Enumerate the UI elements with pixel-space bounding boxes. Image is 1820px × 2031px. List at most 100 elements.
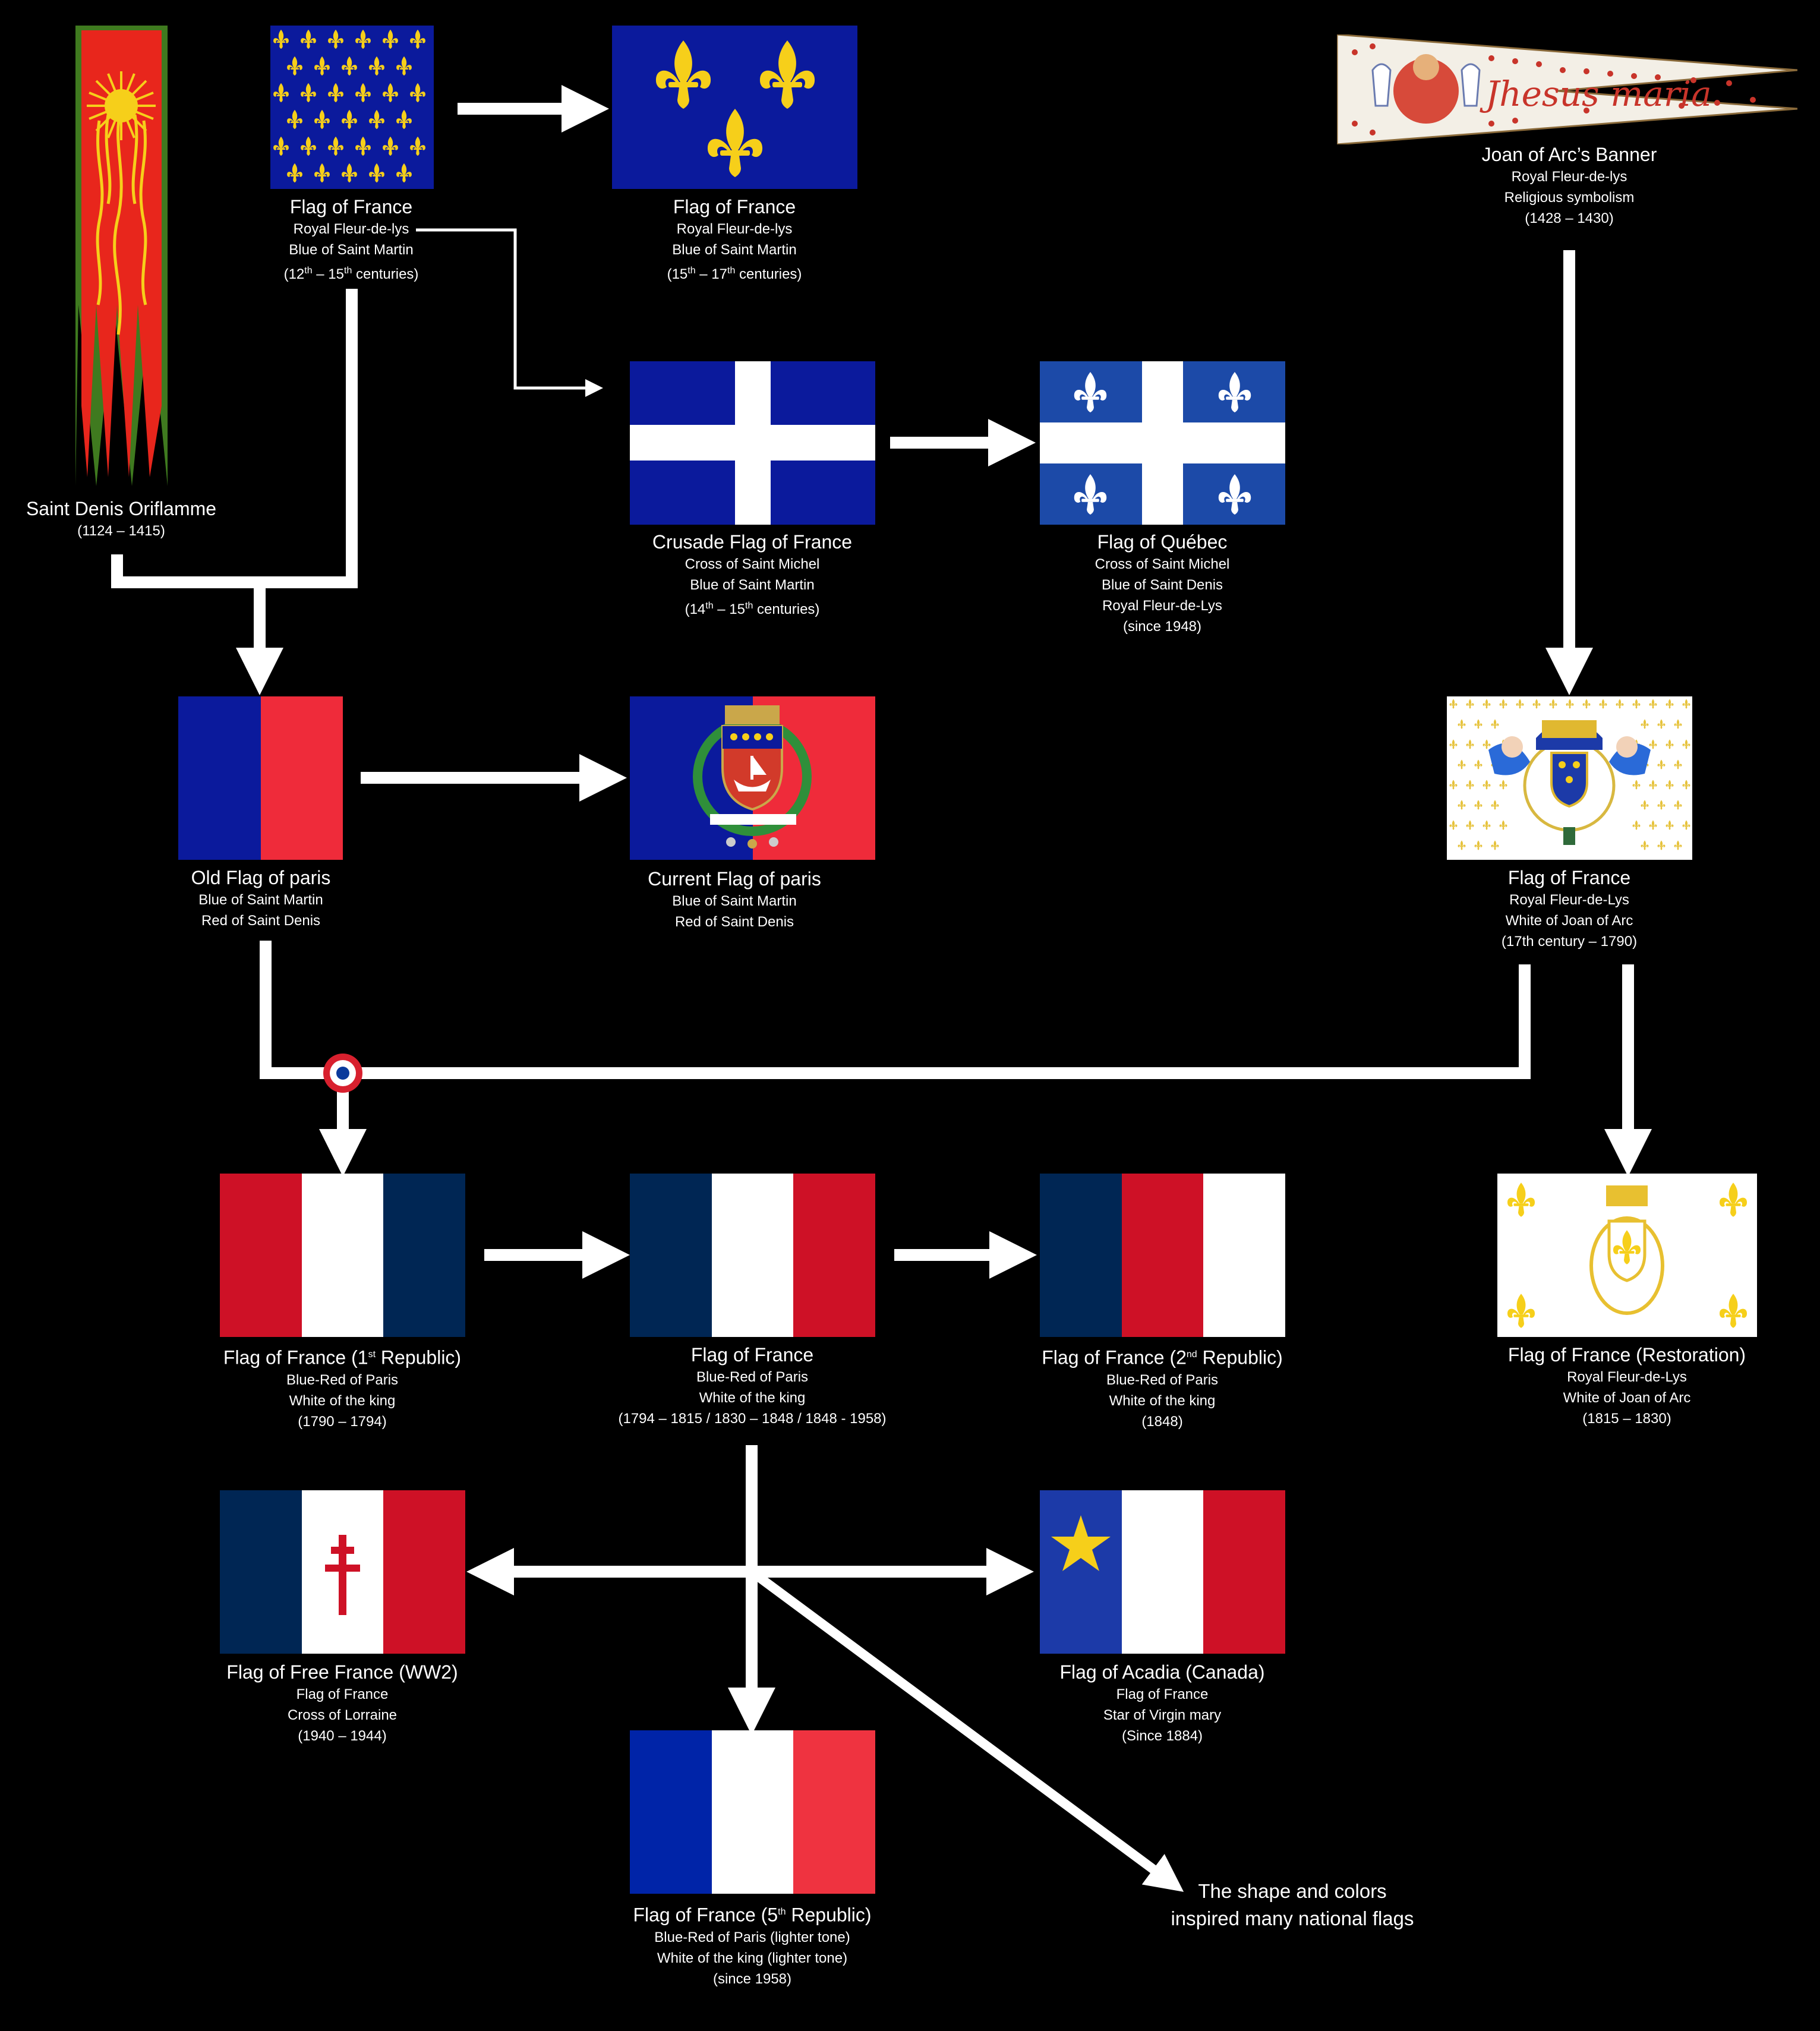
acadia-line-2: Star of Virgin mary (1103, 1707, 1222, 1723)
tricolour-flag (630, 1174, 875, 1337)
star-icon (1051, 1515, 1111, 1571)
fleur-de-lys-icon (287, 56, 302, 76)
current-paris-title: Current Flag of paris (648, 868, 821, 890)
royal-white-title: Flag of France (1507, 867, 1631, 888)
three-fleur-title: Flag of France (673, 196, 796, 217)
crusade-line-2: Blue of Saint Martin (690, 577, 815, 593)
oriflamme-line: (1124 – 1415) (77, 523, 165, 539)
fifth-republic-line-3: (since 1958) (712, 1970, 792, 1987)
free-france-line-2: Cross of Lorraine (287, 1707, 398, 1723)
three-fleur-de-lys-flag (612, 26, 857, 189)
note-line-1: The shape and colors (1198, 1880, 1387, 1902)
fleur-de-lys-icon (342, 56, 357, 76)
svg-text:Jhesus maria: Jhesus maria (1480, 74, 1712, 114)
tricolour-line-2: White of the king (699, 1390, 806, 1406)
fleur-de-lys-icon (328, 29, 343, 49)
fleur-de-lys-icon (273, 83, 289, 103)
cross-of-lorraine-icon (325, 1535, 360, 1615)
fleur-de-lys-semis-flag (270, 26, 434, 189)
connector-oriflamme-fleur (111, 289, 358, 588)
old-paris-flag (178, 696, 343, 860)
fleur-de-lys-icon (355, 136, 371, 156)
second-republic-line-2: White of the king (1109, 1392, 1216, 1409)
second-republic-flag (1040, 1174, 1285, 1337)
fleur-de-lys-icon (369, 163, 384, 183)
free-france-line-1: Flag of France (296, 1686, 389, 1702)
current-paris-flag (630, 696, 875, 860)
fleur-de-lys-icon (273, 136, 289, 156)
three-fleur-line-1: Royal Fleur-de-lys (676, 221, 793, 237)
three-fleur-line-2: Blue of Saint Martin (672, 242, 797, 258)
first-republic-title: Flag of France (1st Republic) (223, 1346, 462, 1368)
fleur-de-lys-icon (1719, 1182, 1748, 1217)
fleur-de-lys-icon (410, 29, 425, 49)
oriflamme-banner-icon (75, 26, 168, 486)
old-paris-line-1: Blue of Saint Martin (198, 892, 323, 908)
second-republic-title: Flag of France (2nd Republic) (1042, 1346, 1283, 1368)
fleur-de-lys-icon (314, 109, 330, 130)
acadia-title: Flag of Acadia (Canada) (1059, 1661, 1265, 1683)
first-republic-line-2: White of the king (289, 1392, 396, 1409)
first-republic-line-1: Blue-Red of Paris (286, 1371, 399, 1388)
current-paris-line-2: Red of Saint Denis (674, 914, 794, 930)
fleur-de-lys-icon (759, 40, 815, 109)
second-republic-line-3: (1848) (1141, 1413, 1183, 1430)
fleur-de-lys-icon (369, 109, 384, 130)
fleur-de-lys-icon (383, 136, 398, 156)
fleur-semis-line-1: Royal Fleur-de-lys (293, 221, 409, 237)
royal-white-line-3: (17th century – 1790) (1501, 933, 1638, 950)
crusade-title: Crusade Flag of France (652, 531, 853, 553)
fleur-de-lys-icon (655, 40, 711, 109)
royal-crest-icon (1589, 1185, 1664, 1315)
first-republic-flag (220, 1174, 465, 1337)
joan-banner-icon: Jhesus maria (1337, 34, 1797, 144)
fleur-de-lys-icon (383, 29, 398, 49)
restoration-line-3: (1815 – 1830) (1582, 1411, 1671, 1427)
acadia-flag (1040, 1490, 1285, 1654)
fleur-de-lys-icon (301, 83, 316, 103)
fleur-de-lys-icon (396, 163, 412, 183)
joan-banner-line-2: Religious symbolism (1504, 190, 1635, 206)
current-paris-line-1: Blue of Saint Martin (672, 893, 797, 909)
crusade-cross-flag (630, 361, 875, 525)
fleur-de-lys-icon (396, 56, 412, 76)
fleur-de-lys-icon (301, 29, 316, 49)
free-france-flag (220, 1490, 465, 1654)
fleur-de-lys-icon (287, 109, 302, 130)
fleur-de-lys-icon (1507, 1294, 1535, 1328)
fleur-de-lys-icon (314, 163, 330, 183)
fleur-de-lys-icon (1719, 1294, 1748, 1328)
quebec-line-1: Cross of Saint Michel (1094, 556, 1230, 572)
fleur-de-lys-icon (383, 83, 398, 103)
restoration-line-1: Royal Fleur-de-Lys (1567, 1369, 1687, 1385)
three-fleur-date: (15th – 17th centuries) (667, 266, 802, 282)
quebec-line-2: Blue of Saint Denis (1101, 577, 1223, 593)
restoration-line-2: White of Joan of Arc (1563, 1390, 1691, 1406)
fifth-republic-line-2: White of the king (lighter tone) (657, 1950, 848, 1966)
fleur-de-lys-icon (342, 109, 357, 130)
fleur-de-lys-icon (1507, 1182, 1535, 1217)
note-line-2: inspired many national flags (1171, 1907, 1414, 1929)
tricolour-line-3: (1794 – 1815 / 1830 – 1848 / 1848 - 1958… (618, 1411, 887, 1427)
arrow-tricolour-to-world (749, 1568, 1184, 1892)
fleur-de-lys-icon (301, 136, 316, 156)
joan-banner-title: Joan of Arc’s Banner (1481, 144, 1657, 165)
fleur-de-lys-icon (369, 56, 384, 76)
cocarde-icon (323, 1054, 362, 1093)
restoration-flag (1497, 1174, 1757, 1337)
quebec-title: Flag of Québec (1097, 531, 1228, 553)
fleur-de-lys-icon (328, 136, 343, 156)
tricolour-title: Flag of France (690, 1344, 814, 1365)
tricolour-line-1: Blue-Red of Paris (696, 1369, 809, 1385)
fifth-republic-line-1: Blue-Red of Paris (lighter tone) (654, 1929, 850, 1945)
second-republic-line-1: Blue-Red of Paris (1106, 1371, 1219, 1388)
oriflamme-title: Saint Denis Oriflamme (26, 498, 217, 519)
arrow-fleur-to-crusade (416, 228, 603, 397)
joan-banner-line-3: (1428 – 1430) (1525, 210, 1614, 226)
fleur-de-lys-icon (410, 83, 425, 103)
free-france-title: Flag of Free France (WW2) (226, 1661, 458, 1683)
inspiration-note: The shape and colors inspired many natio… (1084, 1878, 1500, 1932)
fifth-republic-flag (630, 1730, 875, 1894)
old-paris-line-2: Red of Saint Denis (201, 913, 321, 929)
